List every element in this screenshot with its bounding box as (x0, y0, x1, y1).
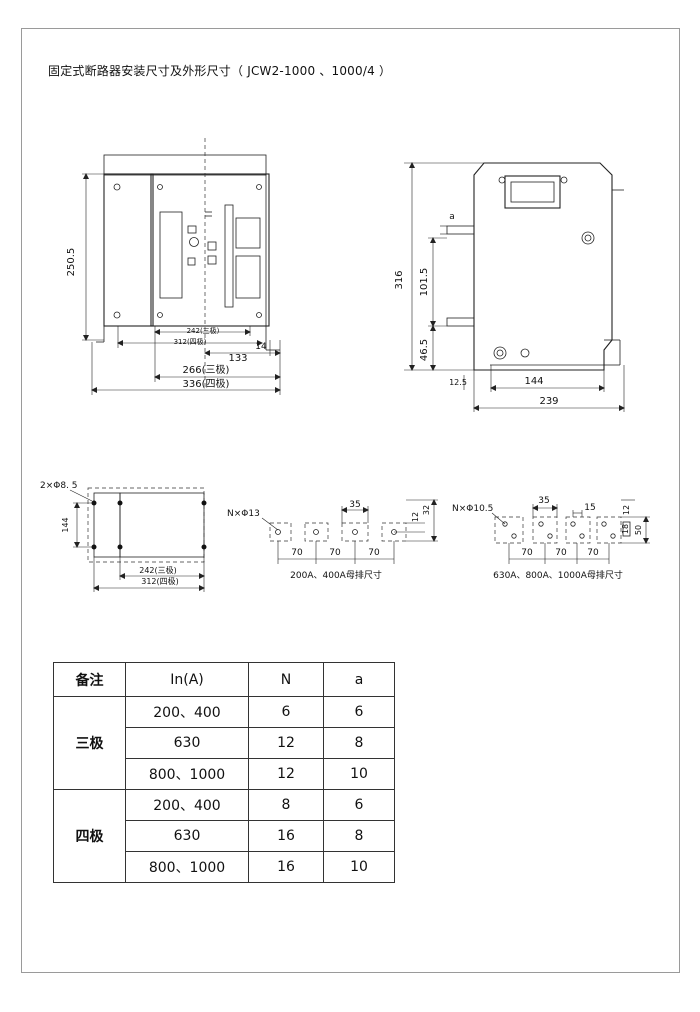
busbar-large-dim-50: 50 (634, 525, 643, 535)
cell-n: 12 (248, 727, 324, 759)
cell-a: 8 (323, 727, 395, 759)
cell-a: 10 (323, 851, 395, 883)
spec-table: 备注 In(A) N a 三极 200、400 6 6 630 12 8 800… (53, 662, 395, 883)
dim-239: 239 (539, 396, 558, 407)
mount-dim-242: 242(三极) (139, 565, 177, 575)
cell-a: 6 (323, 696, 395, 728)
cell-a: 6 (323, 789, 395, 821)
header-in: In(A) (125, 662, 249, 697)
dim-side-144: 144 (524, 376, 543, 387)
cell-n: 6 (248, 696, 324, 728)
busbar-large-pitch-3: 70 (587, 548, 599, 558)
dim-133: 133 (228, 353, 247, 364)
dim-12-5: 12.5 (449, 378, 467, 387)
cell-a: 10 (323, 758, 395, 790)
dim-312: 312(四极) (174, 337, 207, 346)
cell-n: 16 (248, 820, 324, 852)
busbar-small-holes: N×Φ13 (227, 509, 260, 519)
dim-336: 336(四极) (183, 377, 230, 390)
busbar-small-pitch-1: 70 (291, 548, 303, 558)
table-row: 四极 200、400 8 6 (53, 789, 395, 883)
busbar-large-pitch-1: 70 (521, 548, 533, 558)
dim-46-5: 46.5 (419, 339, 430, 361)
cell-a: 8 (323, 820, 395, 852)
dim-a: a (449, 212, 455, 222)
busbar-small-caption: 200A、400A母排尺寸 (290, 569, 382, 581)
busbar-large-dim-35: 35 (538, 496, 549, 506)
cell-in: 800、1000 (125, 851, 249, 883)
cell-in: 200、400 (125, 789, 249, 821)
busbar-small-pitch-2: 70 (329, 548, 341, 558)
header-remark: 备注 (53, 662, 126, 697)
table-row: 800、1000 12 10 (54, 758, 395, 790)
dim-250-5: 250.5 (66, 248, 77, 277)
dim-266: 266(三极) (183, 363, 230, 376)
cell-in: 800、1000 (125, 758, 249, 790)
busbar-large-dim-18: 18 (621, 524, 630, 534)
drawing-frame (21, 28, 680, 973)
busbar-large-caption: 630A、800A、1000A母排尺寸 (493, 569, 623, 581)
busbar-small-view: N×Φ13 35 12 32 70 70 70 200A、400A母排尺寸 (227, 499, 438, 581)
dim-316: 316 (394, 270, 405, 289)
header-n: N (248, 662, 324, 697)
busbar-large-pitch-2: 70 (555, 548, 567, 558)
mount-view: 2×Φ8. 5 144 242(三极) 312(四极) (40, 481, 207, 592)
busbar-small-dim-32: 32 (422, 505, 431, 515)
dim-242: 242(三极) (187, 326, 220, 335)
group-three-pole: 三极 (53, 696, 126, 790)
side-view: a 316 101.5 46.5 12.5 144 239 (394, 162, 625, 412)
group-four-pole: 四极 (53, 789, 126, 883)
cell-n: 8 (248, 789, 324, 821)
busbar-small-dim-35: 35 (349, 500, 360, 510)
table-row: 800、1000 16 10 (54, 851, 395, 883)
cell-in: 630 (125, 820, 249, 852)
busbar-large-holes: N×Φ10.5 (452, 504, 493, 514)
busbar-small-pitch-3: 70 (368, 548, 380, 558)
dim-14: 14 (255, 342, 267, 352)
cell-in: 630 (125, 727, 249, 759)
front-view: 250.5 242(三极) 312(四极) 133 14 266(三极) 336… (66, 138, 281, 395)
header-a: a (323, 662, 395, 697)
dim-101-5: 101.5 (419, 268, 430, 297)
table-header-row: 备注 In(A) N a (53, 662, 395, 697)
cell-in: 200、400 (125, 696, 249, 728)
mount-dim-312: 312(四极) (141, 576, 179, 586)
busbar-large-dim-15: 15 (584, 503, 595, 513)
busbar-small-dim-12: 12 (411, 512, 420, 522)
mount-holes-label: 2×Φ8. 5 (40, 481, 78, 491)
busbar-large-view: N×Φ10.5 35 15 12 18 50 70 7 (452, 496, 650, 581)
drawing-title: 固定式断路器安装尺寸及外形尺寸（ JCW2-1000 、1000/4 ） (48, 64, 392, 78)
cell-n: 12 (248, 758, 324, 790)
mount-dim-144: 144 (61, 517, 70, 532)
table-row: 三极 200、400 6 6 (53, 696, 395, 790)
busbar-large-dim-12: 12 (622, 505, 631, 515)
table-row: 630 12 8 (54, 727, 395, 759)
table-row: 630 16 8 (54, 820, 395, 852)
cell-n: 16 (248, 851, 324, 883)
